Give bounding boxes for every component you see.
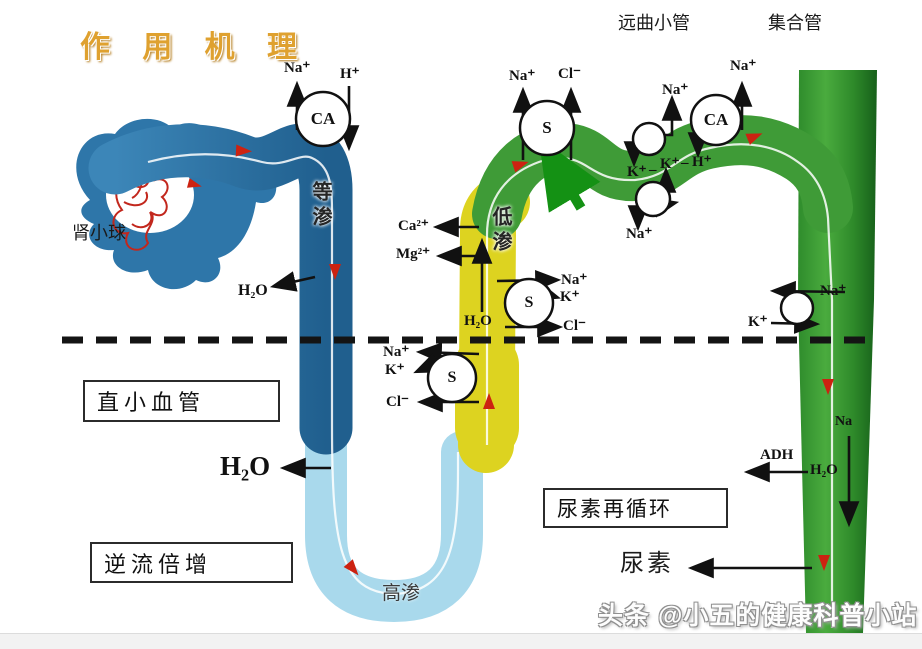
label-mg-ion: Mg²⁺ <box>396 246 431 262</box>
flow-direction-arrows <box>235 133 834 576</box>
label-dash-1: – <box>649 162 657 178</box>
label-distal-tubule: 远曲小管 <box>618 13 690 33</box>
label-urea: 尿素 <box>620 550 674 577</box>
label-na-s-upper: Na⁺ <box>561 272 588 288</box>
label-glomerulus: 肾小球 <box>72 223 126 243</box>
label-na-distal-channel-top: Na⁺ <box>662 82 689 98</box>
label-na-proximal: Na⁺ <box>284 60 311 76</box>
page-title: 作 用 机 理 <box>80 31 310 64</box>
label-ca-ion: Ca²⁺ <box>398 218 429 234</box>
active-transport-green-arrow <box>538 137 601 213</box>
na-k-channel-collecting-duct <box>779 290 815 326</box>
bottom-bar <box>0 633 922 649</box>
label-hypertonic: 高渗 <box>382 583 421 604</box>
label-cl-distal-s: Cl⁻ <box>558 66 581 82</box>
na-k-channel-distal-bottom <box>634 180 672 218</box>
label-isotonic: 等渗 <box>309 181 331 231</box>
s-transporter-thick-limb-lower <box>426 352 478 404</box>
ca-transporter-distal-label: CA <box>703 110 729 129</box>
glomerulus-flow-arrow-out <box>186 178 202 188</box>
ca-transporter-distal <box>689 93 743 147</box>
label-adh: ADH <box>760 447 794 463</box>
s-transporter-lower-label: S <box>447 369 457 386</box>
label-hypotonic: 低渗 <box>489 206 511 256</box>
label-urea-recycling: 尿素再循环 <box>543 488 728 528</box>
s-transporter-distal <box>518 99 576 157</box>
s-transporter-thick-limb-upper <box>503 277 555 329</box>
label-k-s-lower: K⁺ <box>385 362 405 378</box>
label-k-lumen-1: K⁺ <box>627 164 647 180</box>
label-na-s-lower: Na⁺ <box>383 344 410 360</box>
label-cl-s-lower: Cl⁻ <box>386 394 409 410</box>
label-h2o-duct: H₂O <box>810 462 838 478</box>
label-na-distal-s: Na⁺ <box>509 68 536 84</box>
label-k-s-upper: K⁺ <box>560 289 580 305</box>
label-vasa-recta: 直小血管 <box>83 380 280 422</box>
label-na-distal-ca: Na⁺ <box>730 58 757 74</box>
transporter-circles <box>294 90 815 404</box>
thin-limb-loop-of-henle <box>305 401 483 623</box>
ca-transporter-proximal <box>294 90 352 148</box>
s-transporter-distal-label: S <box>542 118 552 137</box>
label-k-duct: K⁺ <box>748 314 768 330</box>
label-na-duct: Na⁺ <box>820 283 847 299</box>
label-h2o-thick-limb: H₂O <box>464 313 492 329</box>
watermark: 头条 @小五的健康科普小站 <box>598 602 918 630</box>
label-h-proximal: H⁺ <box>340 66 360 82</box>
label-countercurrent-multiplication: 逆流倍增 <box>90 542 293 583</box>
s-transporter-upper-label: S <box>524 294 534 311</box>
label-na-distal-channel-bottom: Na⁺ <box>626 226 653 242</box>
label-cl-s-upper: Cl⁻ <box>563 318 586 334</box>
label-k-lumen-2: K⁺ <box>660 156 680 172</box>
label-h2o-proximal: H₂O <box>238 282 268 299</box>
label-dash-2: – <box>681 155 689 171</box>
ca-transporter-proximal-label: CA <box>310 109 336 128</box>
label-h2o-thin-limb: H₂O <box>220 451 271 481</box>
label-na-plain-duct: Na <box>835 414 853 429</box>
label-h-lumen: H⁺ <box>692 154 712 170</box>
na-k-channel-distal-top <box>631 121 667 157</box>
label-collecting-duct: 集合管 <box>768 13 822 33</box>
